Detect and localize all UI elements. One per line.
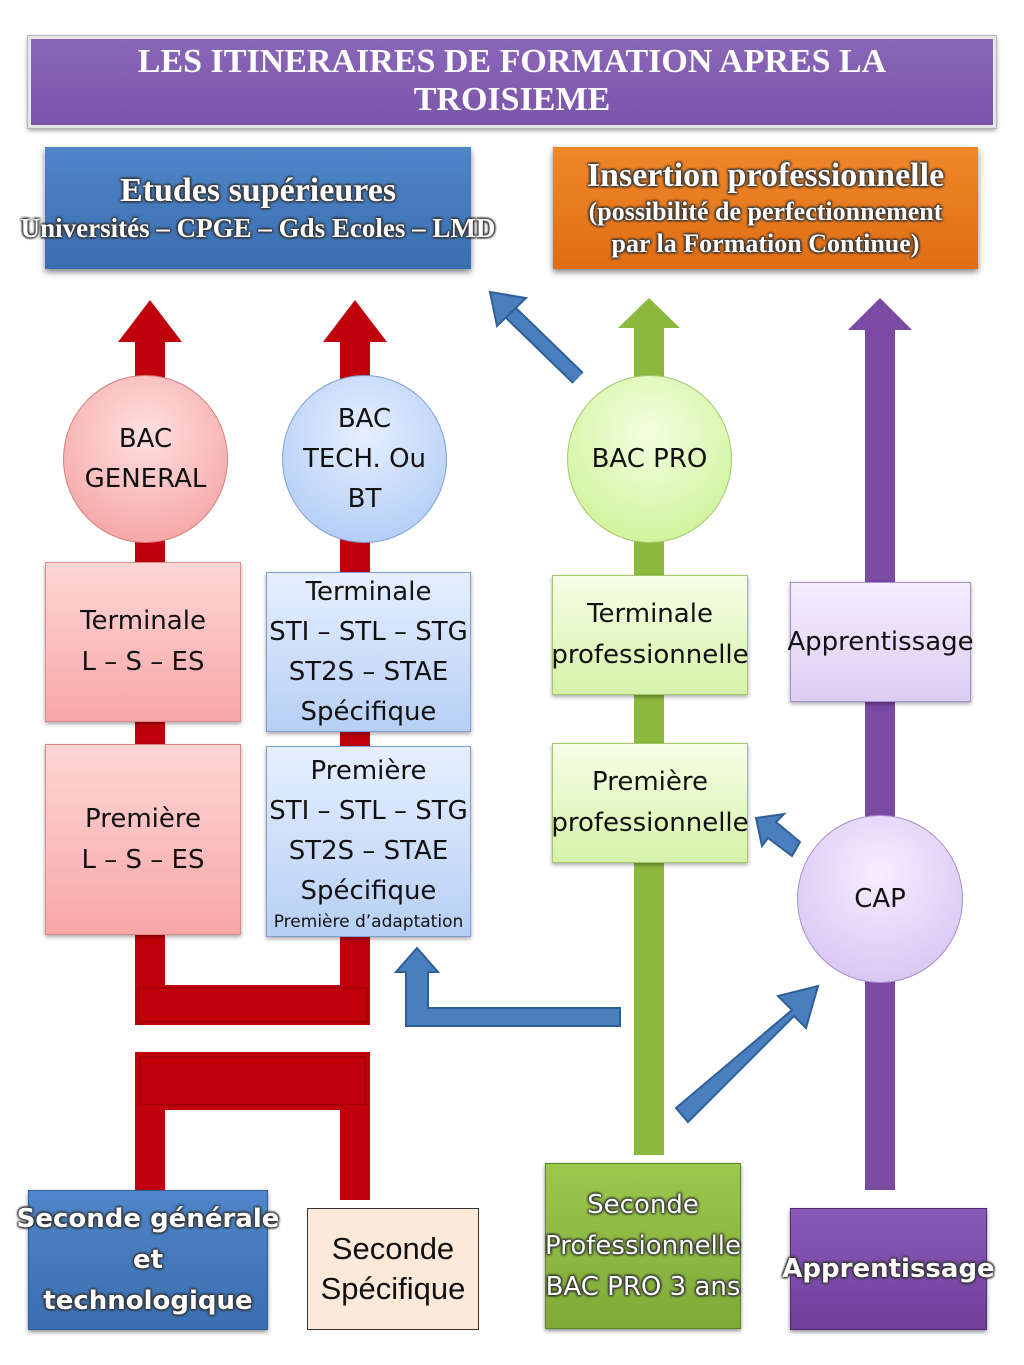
bac-tech-line-2: TECH. Ou	[302, 444, 427, 474]
red-arrowhead-general	[118, 300, 182, 342]
premiere-pro-line-2: professionnelle	[551, 808, 749, 838]
bac-pro-label: BAC PRO	[591, 444, 708, 474]
blue-arrow-bacpro-to-etudes	[488, 290, 584, 384]
insertion-line-1: (possibilité de perfectionnement	[588, 197, 943, 226]
premiere-pro-box: Première professionnelle	[551, 743, 749, 863]
terminale-general-box: Terminale L – S – ES	[45, 562, 241, 722]
red-stem-left	[135, 1105, 165, 1190]
insertion-professionnelle-box: Insertion professionnelle (possibilité d…	[553, 147, 978, 269]
seconde-professionnelle-line-3: BAC PRO 3 ans	[545, 1271, 741, 1302]
seconde-specifique-line-1: Seconde	[331, 1231, 455, 1266]
premiere-general-line-1: Première	[85, 803, 201, 834]
etudes-subtitle: Universités – CPGE – Gds Ecoles – LMD	[20, 213, 496, 243]
seconde-professionnelle-line-1: Seconde	[587, 1189, 699, 1220]
title-line-2: TROISIEME	[413, 81, 611, 118]
seconde-specifique-line-2: Spécifique	[320, 1271, 466, 1306]
premiere-tech-line-4: Spécifique	[300, 875, 437, 906]
terminale-tech-line-3: ST2S – STAE	[288, 657, 449, 687]
seconde-generale-line-3: technologique	[43, 1285, 253, 1316]
bac-pro-circle: BAC PRO	[567, 375, 732, 543]
title-line-1: LES ITINERAIRES DE FORMATION APRES LA	[137, 43, 887, 80]
bac-general-line-2: GENERAL	[84, 464, 207, 494]
premiere-tech-line-1: Première	[310, 755, 427, 786]
purple-shaft	[865, 325, 895, 1190]
page-title: LES ITINERAIRES DE FORMATION APRES LA TR…	[27, 35, 997, 129]
bac-tech-line-3: BT	[347, 484, 382, 514]
bac-tech-circle: BAC TECH. Ou BT	[282, 375, 447, 543]
premiere-tech-line-3: ST2S – STAE	[288, 835, 449, 866]
cap-circle: CAP	[797, 815, 963, 983]
premiere-general-box: Première L – S – ES	[45, 744, 241, 935]
terminale-tech-box: Terminale STI – STL – STG ST2S – STAE Sp…	[266, 572, 471, 732]
premiere-general-line-2: L – S – ES	[81, 844, 205, 875]
blue-arrow-seconde-to-cap	[674, 984, 820, 1124]
terminale-pro-line-2: professionnelle	[551, 640, 749, 670]
terminale-tech-line-1: Terminale	[305, 577, 432, 607]
premiere-pro-line-1: Première	[592, 767, 708, 797]
red-connector-upper	[135, 985, 370, 1025]
insertion-line-2: par la Formation Continue)	[611, 229, 920, 258]
seconde-specifique-box: Seconde Spécifique	[307, 1208, 479, 1330]
red-connector-lower	[135, 1052, 370, 1110]
premiere-tech-line-5: Première d’adaptation	[273, 911, 464, 932]
bac-tech-line-1: BAC	[337, 404, 392, 434]
apprentissage-bottom-box: Apprentissage	[782, 1208, 995, 1330]
bac-general-circle: BAC GENERAL	[63, 375, 228, 543]
seconde-generale-line-1: Seconde générale	[16, 1203, 280, 1234]
red-arrowhead-tech	[323, 300, 387, 342]
apprentissage-mid-box: Apprentissage	[787, 582, 974, 702]
bac-general-line-1: BAC	[118, 424, 173, 454]
etudes-superieures-box: Etudes supérieures Universités – CPGE – …	[21, 147, 495, 269]
seconde-generale-box: Seconde générale et technologique	[17, 1190, 279, 1330]
etudes-title: Etudes supérieures	[119, 172, 397, 209]
terminale-general-line-2: L – S – ES	[81, 647, 205, 677]
seconde-generale-line-2: et	[132, 1244, 164, 1275]
terminale-general-line-1: Terminale	[80, 606, 206, 636]
blue-arrow-pro-to-premiere-tech	[393, 946, 621, 1027]
insertion-title: Insertion professionnelle	[586, 157, 945, 194]
seconde-professionnelle-box: Seconde Professionnelle BAC PRO 3 ans	[545, 1163, 741, 1329]
premiere-tech-box: Première STI – STL – STG ST2S – STAE Spé…	[266, 746, 471, 937]
terminale-pro-box: Terminale professionnelle	[551, 575, 749, 695]
green-arrowhead	[618, 298, 680, 328]
premiere-tech-line-2: STI – STL – STG	[269, 795, 468, 826]
apprentissage-bottom-label: Apprentissage	[782, 1254, 995, 1284]
terminale-tech-line-4: Spécifique	[300, 697, 437, 727]
terminale-tech-line-2: STI – STL – STG	[269, 617, 468, 647]
apprentissage-mid-label: Apprentissage	[787, 627, 974, 657]
seconde-professionnelle-line-2: Professionnelle	[545, 1230, 742, 1261]
blue-arrow-cap-to-premiere-pro	[754, 812, 802, 858]
purple-arrowhead	[848, 298, 912, 330]
red-stem-right	[340, 1105, 370, 1200]
terminale-pro-line-1: Terminale	[587, 599, 713, 629]
cap-label: CAP	[854, 884, 906, 914]
